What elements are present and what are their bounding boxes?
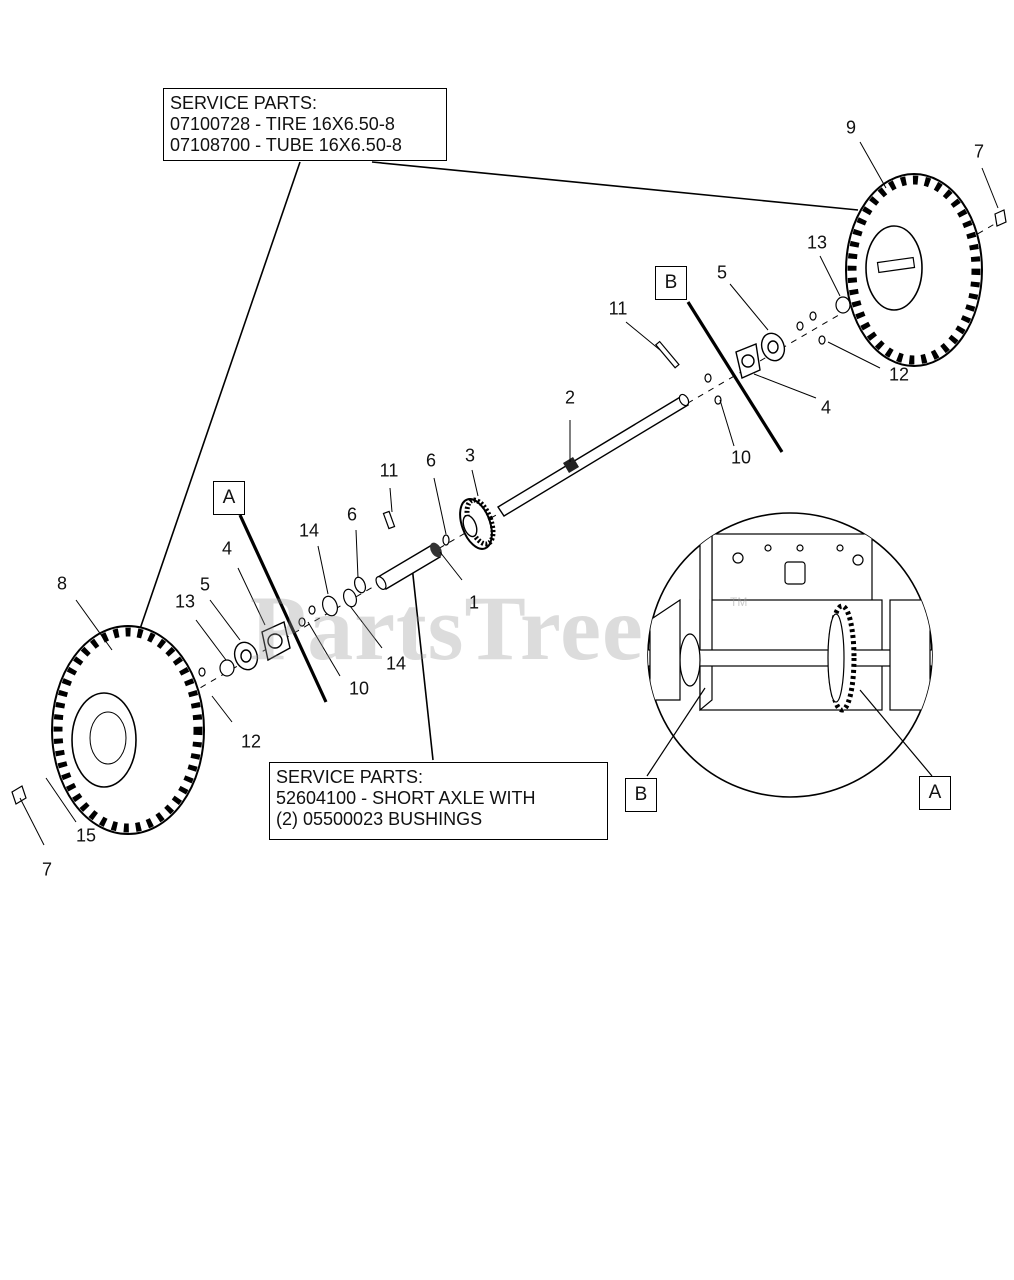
callout-line: 07108700 - TUBE 16X6.50-8 (170, 135, 402, 155)
detail-label-b: B (625, 778, 657, 812)
axle-service-parts-callout: SERVICE PARTS: 52604100 - SHORT AXLE WIT… (269, 762, 608, 840)
right-flange-bearing (735, 332, 786, 379)
part-number-8: 8 (56, 573, 68, 594)
section-line-b (686, 301, 784, 453)
part-number-4: 4 (820, 397, 832, 418)
section-label-a: A (213, 481, 245, 515)
part-number-15: 15 (75, 825, 97, 846)
left-wheel (51, 625, 205, 835)
callout-heading: SERVICE PARTS: (276, 767, 424, 787)
callout-line: 52604100 - SHORT AXLE WITH (276, 788, 536, 808)
leader-line-tire-right (371, 161, 859, 211)
part-number-4: 4 (221, 538, 233, 559)
part-number-14: 14 (385, 653, 407, 674)
part-number-11: 11 (379, 460, 399, 481)
part-number-5: 5 (716, 262, 728, 283)
tire-service-parts-callout: SERVICE PARTS: 07100728 - TIRE 16X6.50-8… (163, 88, 447, 161)
part-number-2: 2 (564, 387, 576, 408)
detail-label-a: A (919, 776, 951, 810)
leader-line-tire-left (127, 161, 301, 665)
detail-inset (646, 512, 933, 798)
hitch-pin-top (994, 209, 1007, 227)
section-line-a (238, 514, 328, 703)
drive-gear (459, 497, 496, 550)
part-leader-lines (19, 141, 999, 846)
part-number-3: 3 (464, 445, 476, 466)
leader-line-axle (411, 565, 434, 761)
part-number-11: 11 (608, 298, 628, 319)
left-flange-bearing (233, 621, 291, 671)
part-number-6: 6 (346, 504, 358, 525)
part-number-13: 13 (806, 232, 828, 253)
part-number-9: 9 (845, 117, 857, 138)
part-number-12: 12 (888, 364, 910, 385)
part-number-12: 12 (240, 731, 262, 752)
part-number-10: 10 (348, 678, 370, 699)
part-number-1: 1 (468, 592, 480, 613)
watermark-trademark: TM (730, 595, 748, 609)
right-wheel (845, 173, 983, 367)
callout-heading: SERVICE PARTS: (170, 93, 318, 113)
part-number-14: 14 (298, 520, 320, 541)
part-number-10: 10 (730, 447, 752, 468)
hitch-pin-bottom (11, 785, 27, 805)
part-number-7: 7 (41, 859, 53, 880)
small-hardware (189, 296, 851, 691)
parts-tree-watermark: PartsTree (250, 577, 644, 679)
part-number-6: 6 (425, 450, 437, 471)
long-axle-shaft (497, 393, 690, 517)
short-axle (375, 542, 442, 590)
part-number-13: 13 (174, 591, 196, 612)
callout-line: (2) 05500023 BUSHINGS (276, 809, 483, 829)
part-number-7: 7 (973, 141, 985, 162)
part-number-5: 5 (199, 574, 211, 595)
section-label-b: B (655, 266, 687, 300)
callout-line: 07100728 - TIRE 16X6.50-8 (170, 114, 395, 134)
